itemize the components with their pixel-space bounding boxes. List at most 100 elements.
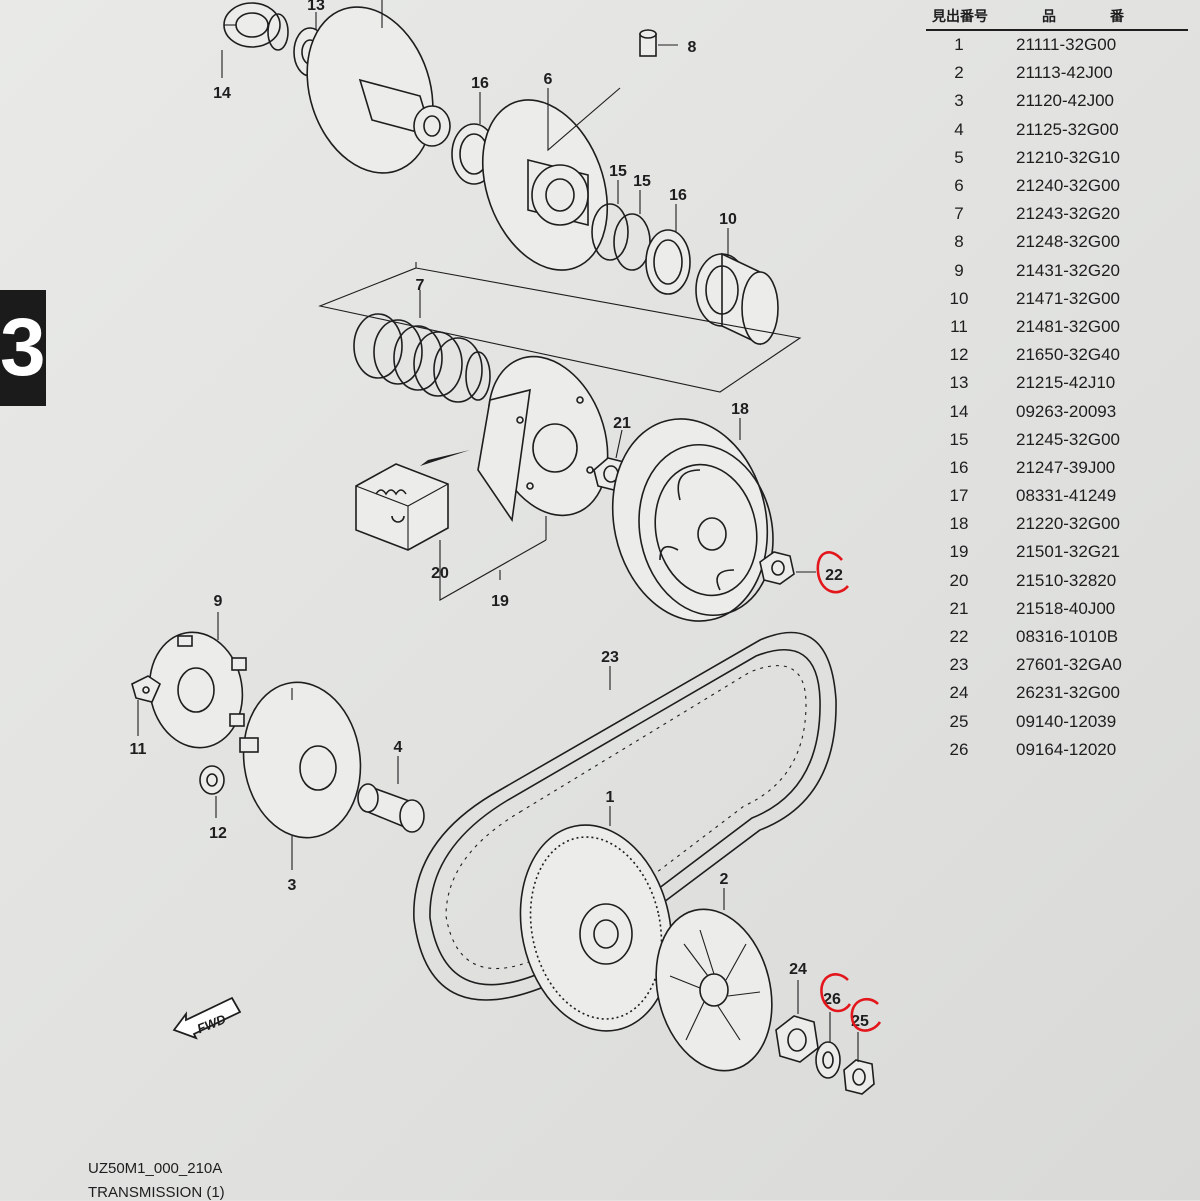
reference-number-cell: 26: [949, 739, 969, 759]
callout-22: 22: [825, 567, 843, 584]
table-row: 6 21240-32G00: [926, 172, 1188, 200]
reference-number-cell: 4: [954, 119, 964, 139]
part-number-cell: 09164-12020: [1016, 739, 1117, 759]
callout-10: 10: [719, 211, 737, 228]
part-5-driven-face: [306, 6, 451, 174]
table-row: 23 27601-32GA0: [926, 651, 1188, 679]
reference-number-cell: 5: [954, 147, 964, 167]
part-number-cell: 21247-39J00: [1016, 457, 1116, 477]
callout-16-mid: 16: [669, 187, 687, 204]
reference-number-cell: 9: [954, 260, 964, 280]
reference-number-cell: 10: [949, 288, 969, 308]
part-number-cell: 21210-32G10: [1016, 147, 1120, 167]
red-highlight-circle-22: [816, 551, 849, 594]
reference-number-cell: 6: [954, 176, 964, 196]
callout-6: 6: [544, 71, 553, 88]
callout-26: 26: [823, 991, 841, 1008]
reference-number-cell: 13: [949, 373, 969, 393]
callout-15-b: 15: [633, 173, 651, 190]
reference-number-cell: 23: [949, 655, 969, 675]
part-9-ramp-plate: [148, 631, 247, 749]
callout-9: 9: [214, 593, 223, 610]
part-number-cell: 21120-42J00: [1016, 91, 1114, 111]
callout-4: 4: [394, 739, 403, 756]
part-25-nut: [843, 1059, 875, 1095]
table-row: 10 21471-32G00: [926, 285, 1188, 313]
part-number-cell: 21220-32G00: [1016, 514, 1120, 534]
part-20-shoe-spring-kit: [355, 450, 470, 551]
table-row: 22 08316-1010B: [926, 623, 1188, 651]
callout-2: 2: [720, 871, 729, 888]
part-number-cell: 21650-32G40: [1016, 345, 1120, 365]
part-number-cell: 21471-32G00: [1016, 288, 1120, 308]
callout-13: 13: [307, 0, 325, 14]
reference-number-cell: 24: [949, 683, 969, 703]
table-row: 5 21210-32G10: [926, 144, 1188, 172]
table-row: 13 21215-42J10: [926, 369, 1188, 397]
reference-number-cell: 14: [949, 401, 969, 421]
spring-group-frame: [318, 262, 802, 393]
table-row: 7 21243-32G20: [926, 200, 1188, 228]
reference-number-cell: 15: [949, 429, 969, 449]
part-number-cell: 08316-1010B: [1016, 627, 1119, 647]
part-18-clutch-housing: [611, 418, 774, 622]
reference-number-cell: 19: [949, 542, 969, 562]
part-3-movable-face: [239, 681, 362, 839]
parts-number-table: 見出番号 品 番 1 21111-32G00 2 21113-42J00 3 21120-…: [926, 2, 1188, 764]
callout-18: 18: [731, 401, 749, 418]
part-number-cell: 21501-32G21: [1016, 542, 1120, 562]
part-6-fixed-face: [481, 87, 621, 271]
table-row: 19 21501-32G21: [926, 538, 1188, 566]
callout-12: 12: [209, 825, 227, 842]
reference-number-cell: 21: [949, 598, 969, 618]
part-number-cell: 21113-42J00: [1016, 63, 1113, 83]
part-number-cell: 08331-41249: [1016, 486, 1117, 506]
reference-number-cell: 11: [950, 316, 968, 336]
part-number-cell: 27601-32GA0: [1016, 655, 1122, 675]
header-reference-number: 見出番号: [926, 2, 992, 31]
callout-19: 19: [491, 593, 509, 610]
reference-number-cell: 25: [949, 711, 969, 731]
part-number-cell: 21248-32G00: [1016, 232, 1120, 252]
table-row: 9 21431-32G20: [926, 257, 1188, 285]
callout-20: 20: [431, 565, 449, 582]
part-7-spring: [353, 313, 491, 403]
section-tab: 3: [0, 290, 46, 406]
reference-number-cell: 7: [954, 204, 964, 224]
fwd-arrow-icon: FWD: [172, 996, 242, 1040]
part-number-cell: 21243-32G20: [1016, 204, 1120, 224]
reference-number-cell: 1: [954, 35, 964, 55]
part-number-cell: 21215-42J10: [1016, 373, 1116, 393]
part-19-clutch-assembly: [477, 355, 609, 523]
table-row: 17 08331-41249: [926, 482, 1188, 510]
part-number-cell: 21111-32G00: [1016, 35, 1117, 55]
group-bracket-19-20: [439, 539, 547, 601]
reference-number-cell: 17: [949, 486, 969, 506]
part-number-cell: 21240-32G00: [1016, 176, 1120, 196]
part-number-cell: 09140-12039: [1016, 711, 1117, 731]
part-number-cell: 21510-32820: [1016, 570, 1117, 590]
part-22-nut: [759, 551, 795, 585]
callout-23: 23: [601, 649, 619, 666]
table-row: 14 09263-20093: [926, 397, 1188, 425]
diagram-title: TRANSMISSION (1): [88, 1184, 225, 1201]
part-number-cell: 09263-20093: [1016, 401, 1117, 421]
part-number-cell: 21431-32G20: [1016, 260, 1120, 280]
reference-number-cell: 2: [954, 63, 964, 83]
callout-1: 1: [606, 789, 615, 806]
header-part-number: 品 番: [992, 2, 1188, 31]
callout-3: 3: [288, 877, 297, 894]
callout-15-a: 15: [609, 163, 627, 180]
callout-24: 24: [789, 961, 807, 978]
table-row: 3 21120-42J00: [926, 87, 1188, 115]
callout-16-top: 16: [471, 75, 489, 92]
reference-number-cell: 3: [954, 91, 964, 111]
reference-number-cell: 22: [949, 627, 969, 647]
part-10-collar: [695, 252, 779, 346]
